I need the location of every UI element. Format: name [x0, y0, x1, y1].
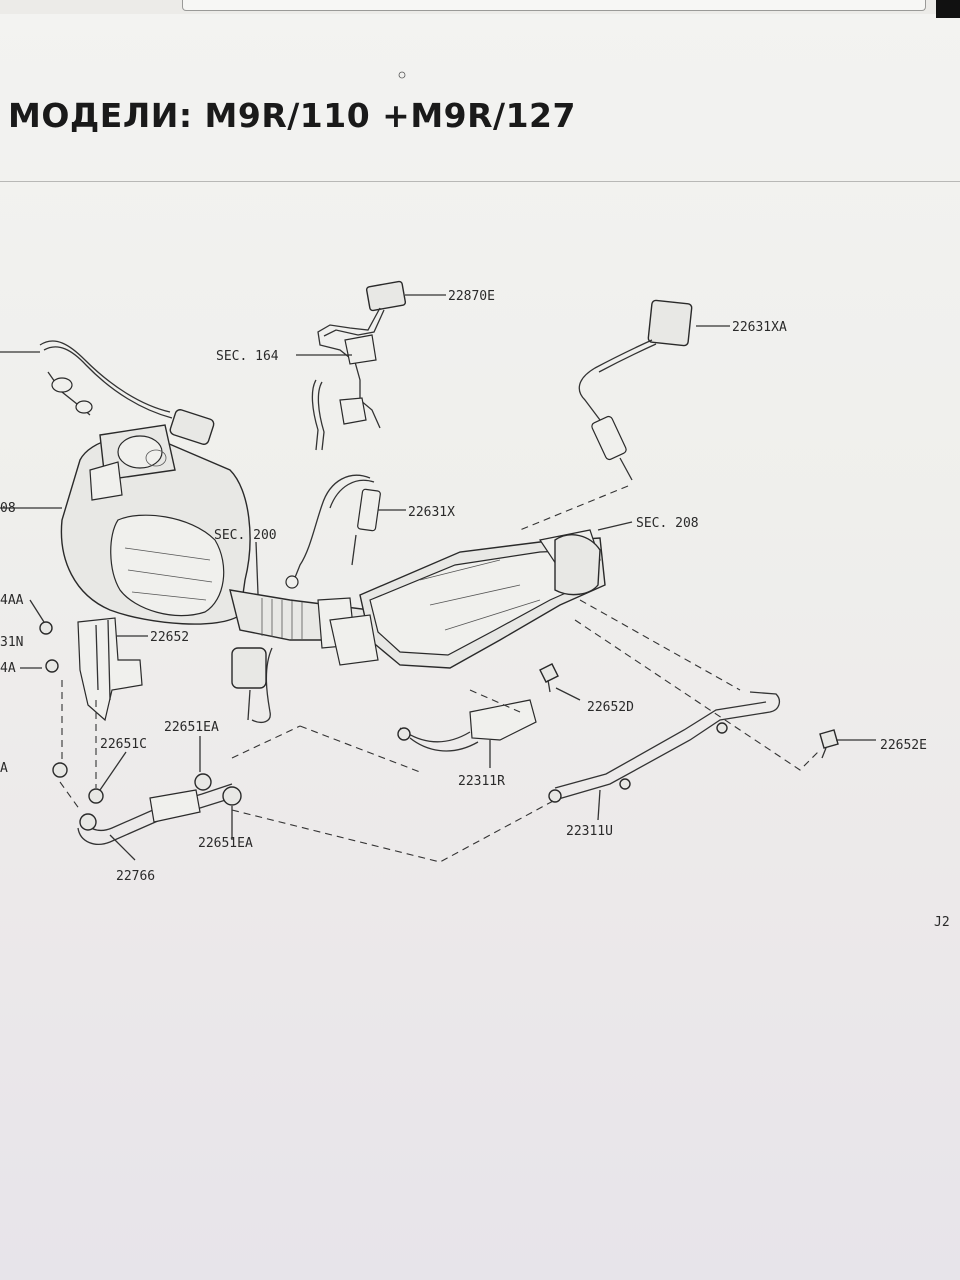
sensor-22631xa	[578, 299, 693, 481]
top-input-field-edge	[182, 0, 926, 11]
label-cut-31N: 31N	[0, 635, 23, 650]
label-22652E: 22652E	[880, 738, 927, 753]
rear-bracket-22311r	[397, 699, 537, 768]
lower-left-pipe-22766	[77, 783, 233, 861]
label-22651C: 22651C	[100, 737, 147, 752]
diesel-particulate-filter	[329, 529, 606, 669]
dashed-reference-lines	[59, 485, 821, 863]
left-bracket-assembly	[20, 599, 143, 804]
label-sec200: SEC. 200	[214, 528, 277, 543]
sec200-sensor	[231, 647, 273, 723]
label-cut-08: 08	[0, 501, 16, 516]
label-cut-4AA: 4AA	[0, 593, 24, 608]
sensor-22631x	[285, 474, 381, 589]
label-22311R: 22311R	[458, 774, 505, 789]
label-22311U: 22311U	[566, 824, 613, 839]
leader-lines	[0, 294, 730, 637]
rear-pipe-22311u	[548, 691, 781, 821]
clamps	[99, 736, 242, 840]
front-catalytic-converter	[60, 424, 251, 625]
bolts-rear	[539, 663, 876, 759]
label-22870E: 22870E	[448, 289, 495, 304]
label-22766: 22766	[116, 869, 155, 884]
upper-left-sensor-harness	[0, 340, 215, 445]
label-cut-A: A	[0, 761, 8, 776]
label-22651EA-top: 22651EA	[164, 720, 219, 735]
label-22652D: 22652D	[587, 700, 634, 715]
sec164-harness	[311, 280, 407, 451]
page-title: МОДЕЛИ: M9R/110 +M9R/127	[8, 96, 576, 135]
label-sec164: SEC. 164	[216, 349, 279, 364]
label-22652: 22652	[150, 630, 189, 645]
label-22651EA-bottom: 22651EA	[198, 836, 253, 851]
label-22631XA: 22631XA	[732, 320, 787, 335]
scrollbar-corner	[936, 0, 960, 18]
label-22631X: 22631X	[408, 505, 455, 520]
label-cut-4A: 4A	[0, 661, 16, 676]
header-divider	[0, 181, 960, 182]
label-cut-J2: J2	[934, 915, 950, 930]
stray-mark	[398, 71, 406, 79]
label-sec208: SEC. 208	[636, 516, 699, 531]
